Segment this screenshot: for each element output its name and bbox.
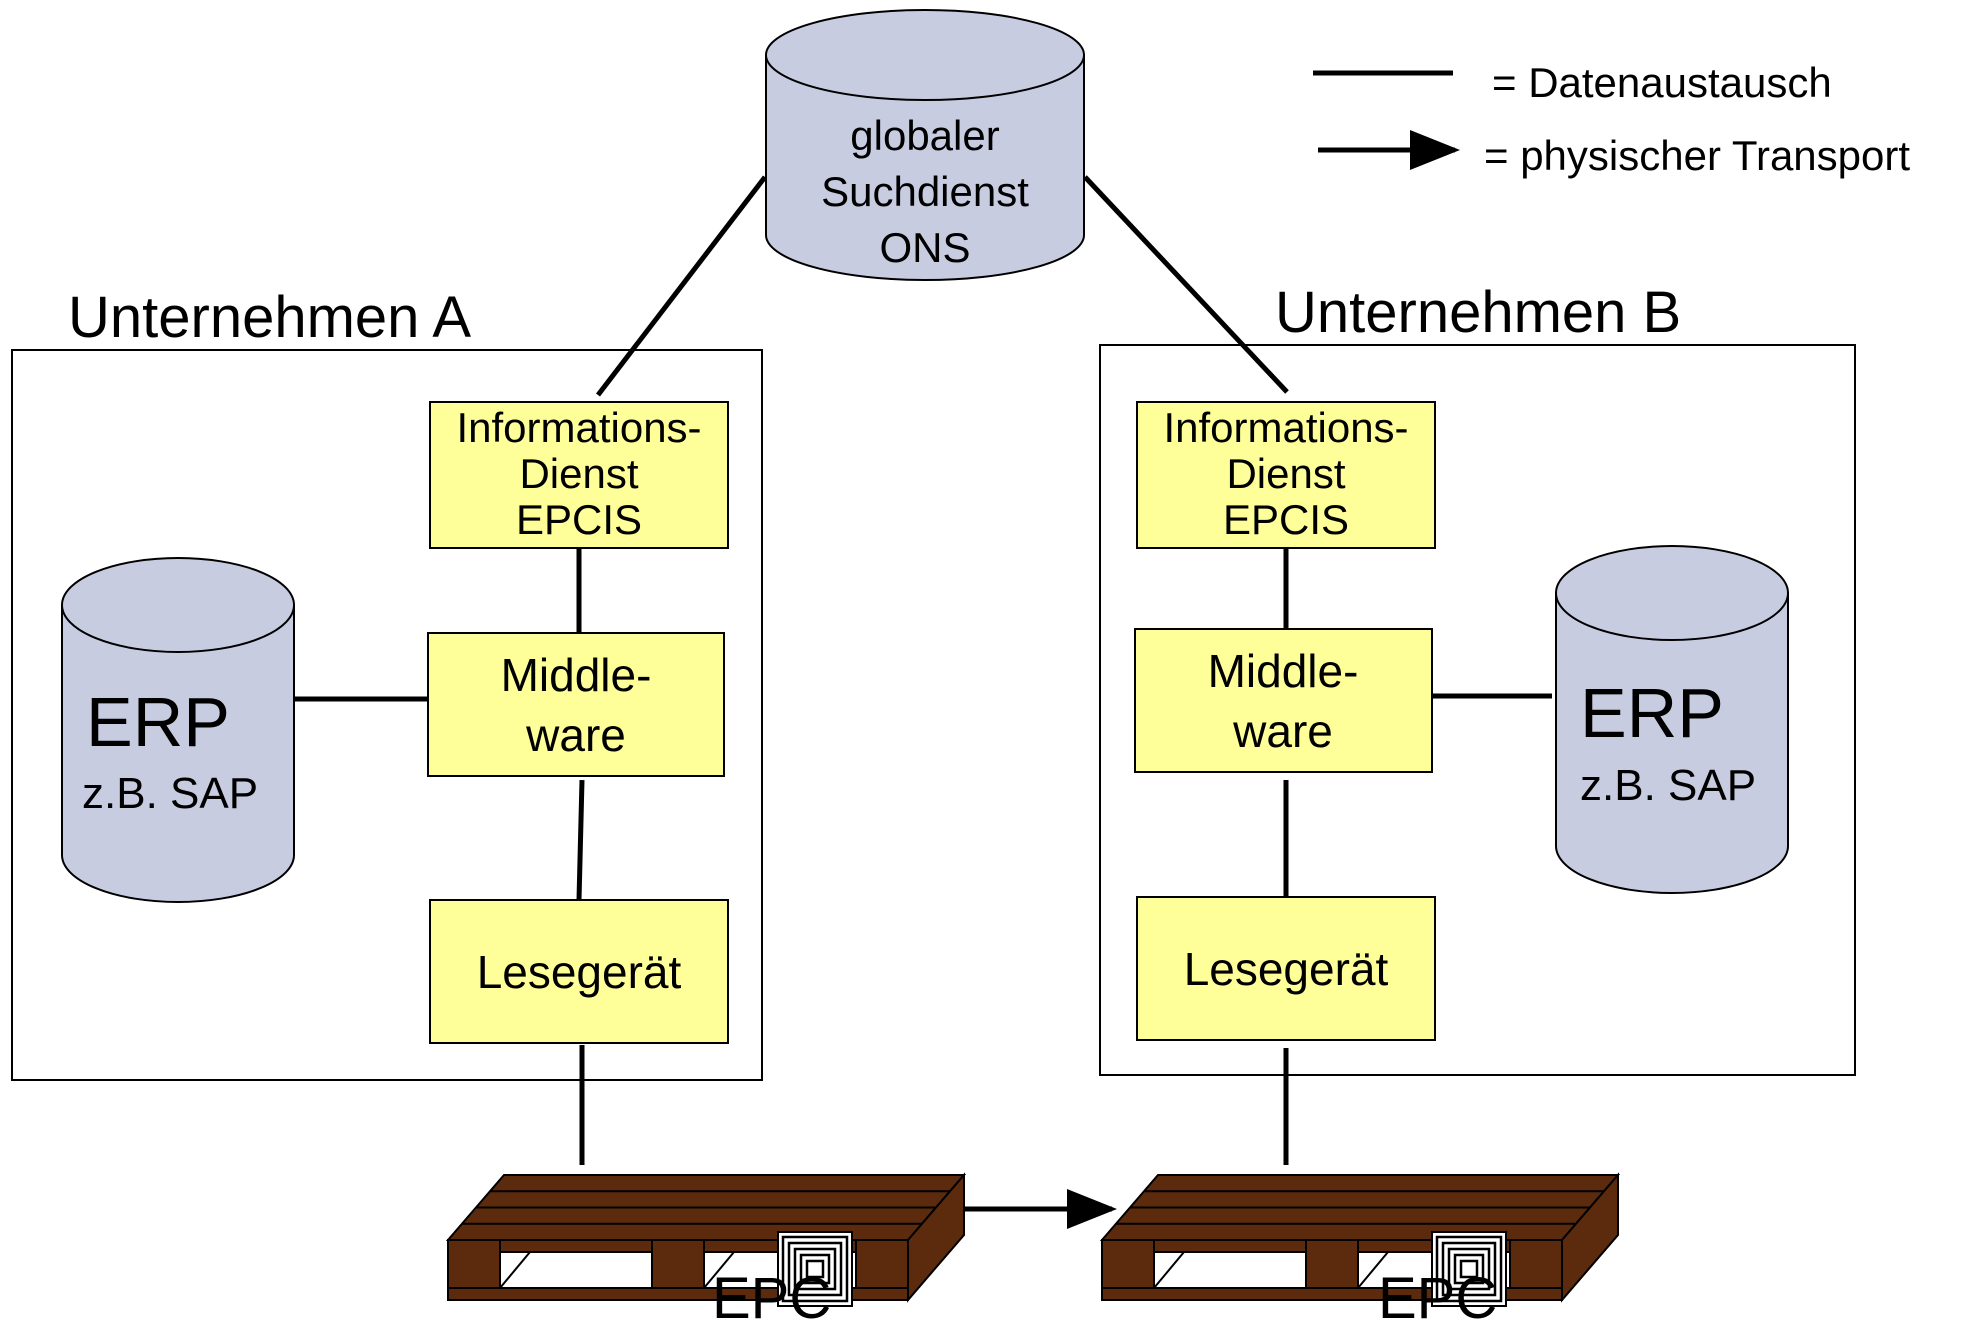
ons-line3: ONS [879, 224, 970, 271]
company-b-title: Unternehmen B [1275, 280, 1681, 345]
line-middleware-a-to-reader-a [576, 779, 585, 901]
company-b-reader-box: Lesegerät [1136, 896, 1436, 1041]
middleware-b-line2: ware [1232, 705, 1333, 757]
middleware-a-line2: ware [525, 709, 626, 761]
pallet-with-rfid-tag-icon [1099, 1172, 1621, 1307]
legend-data-exchange-label: = Datenaustausch [1492, 59, 1832, 106]
data-exchange-lines [293, 175, 1552, 1165]
ons-line1: globaler [850, 112, 999, 159]
epcis-b-line3: EPCIS [1223, 496, 1349, 543]
epcis-a-line2: Dienst [519, 450, 638, 497]
company-a-title: Unternehmen A [68, 285, 471, 350]
line-ons-to-epcis-b [1083, 175, 1289, 394]
company-b-epcis-box: Informations- Dienst EPCIS [1136, 401, 1436, 549]
epcis-b-line2: Dienst [1226, 450, 1345, 497]
legend-transport-label: = physischer Transport [1484, 132, 1910, 179]
epcis-a-line1: Informations- [456, 404, 701, 451]
legend: = Datenaustausch = physischer Transport [1313, 59, 1910, 179]
erp-a-sub: z.B. SAP [82, 769, 258, 818]
middleware-b-line1: Middle- [1208, 645, 1359, 697]
erp-a-title: ERP [86, 683, 230, 761]
epcis-b-line1: Informations- [1163, 404, 1408, 451]
company-a-epcis-box: Informations- Dienst EPCIS [429, 401, 729, 549]
company-a-reader-box: Lesegerät [429, 899, 729, 1044]
epc-label-left: EPC [712, 1266, 831, 1330]
ons-line2: Suchdienst [821, 168, 1029, 215]
reader-a-label: Lesegerät [477, 946, 682, 998]
line-ons-to-epcis-a [596, 175, 767, 397]
ons-cylinder: globaler Suchdienst ONS [765, 9, 1085, 281]
company-b-frame [1099, 344, 1856, 1076]
epc-label-right: EPC [1378, 1266, 1497, 1330]
erp-b-sub: z.B. SAP [1580, 761, 1756, 810]
middleware-a-line1: Middle- [501, 649, 652, 701]
company-b-middleware-box: Middle- ware [1134, 628, 1433, 773]
pallet-with-rfid-tag-icon [445, 1172, 967, 1307]
company-b-erp-cylinder: ERP z.B. SAP [1555, 545, 1789, 894]
company-a-middleware-box: Middle- ware [427, 632, 725, 777]
epcis-a-line3: EPCIS [516, 496, 642, 543]
erp-b-title: ERP [1580, 674, 1724, 752]
reader-b-label: Lesegerät [1184, 943, 1389, 995]
company-a-frame [11, 349, 763, 1081]
company-a-erp-cylinder: ERP z.B. SAP [61, 557, 295, 903]
